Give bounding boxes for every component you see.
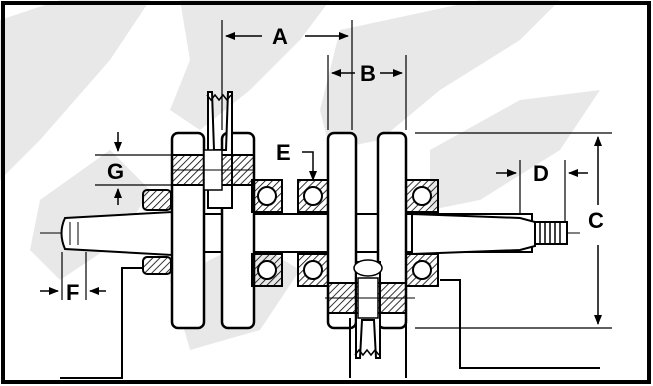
label-f: F [66, 280, 79, 305]
dimension-f [40, 252, 106, 300]
bearing-3-bottom [405, 253, 439, 287]
dimension-a [221, 20, 353, 130]
shaft-right-taper [411, 212, 536, 256]
bearing-2-top [297, 179, 329, 213]
flywheel-web-4 [376, 131, 408, 330]
watermark [0, 0, 600, 350]
threaded-end [534, 221, 568, 245]
seal-top [142, 189, 172, 211]
bearing-1-bottom [251, 253, 283, 287]
dimension-g [95, 132, 172, 205]
bearing-1-top [251, 179, 283, 213]
dimension-d [496, 160, 588, 222]
bearing-2-bottom [297, 253, 329, 287]
label-a: A [272, 24, 288, 49]
label-e: E [276, 140, 291, 165]
seal-bottom [142, 256, 172, 275]
case-outline [60, 267, 600, 379]
dimension-b [327, 55, 407, 130]
dimension-c [415, 132, 612, 329]
label-g: G [107, 159, 124, 184]
shaft-left-end [60, 210, 173, 257]
label-c: C [588, 208, 604, 233]
label-b: B [360, 61, 376, 86]
label-d: D [533, 161, 549, 186]
bearing-3-top [405, 179, 439, 213]
dimension-e [302, 151, 317, 181]
flywheel-web-3 [326, 131, 358, 330]
